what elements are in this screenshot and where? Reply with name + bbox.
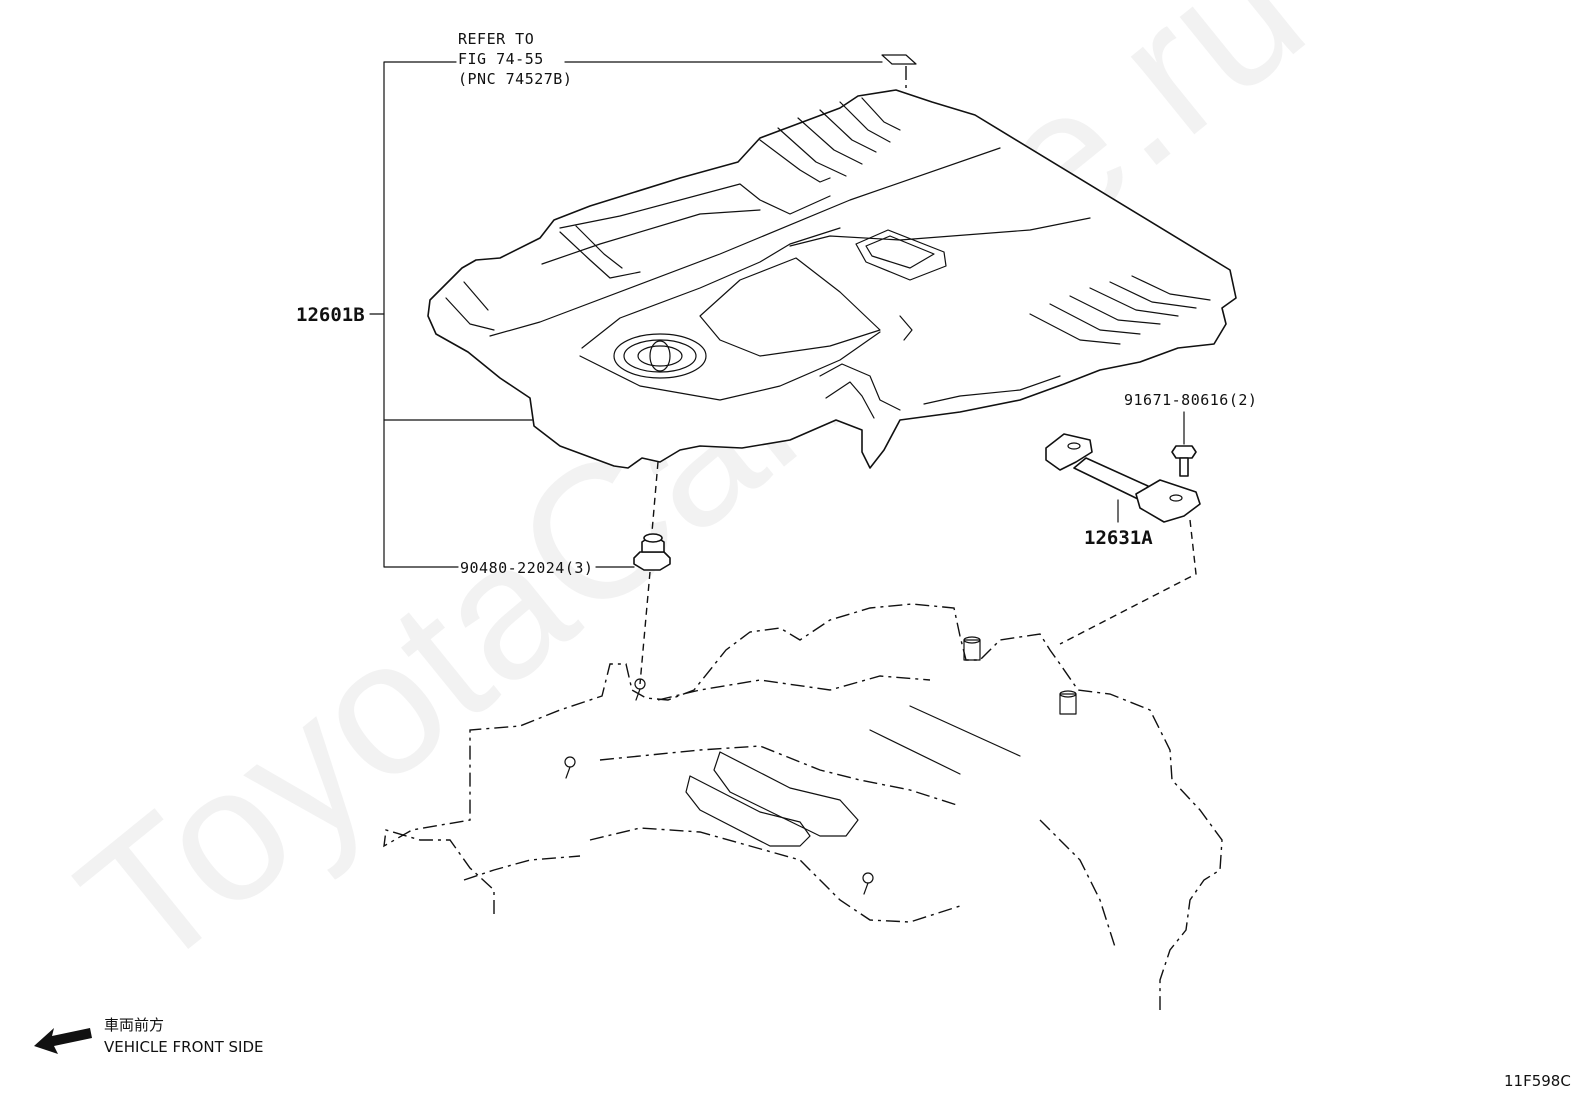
bolt-part	[1171, 411, 1197, 477]
cover-ridge-2	[541, 209, 761, 265]
bracket-part	[1045, 433, 1201, 645]
front-side-japanese: 車両前方	[104, 1016, 164, 1034]
engine-manifold-edge	[599, 745, 961, 807]
emblem-ring	[623, 339, 697, 373]
engine-groove-1	[869, 729, 961, 775]
bolt-shank	[1179, 457, 1189, 477]
front-side-english: VEHICLE FRONT SIDE	[104, 1038, 264, 1056]
cover-fin-6	[861, 97, 901, 131]
engine-top-edge	[657, 675, 931, 701]
cover-centre-panel	[699, 257, 881, 357]
cover-fin-4	[819, 109, 877, 153]
clip-top	[643, 533, 663, 543]
engine-outline	[383, 603, 1223, 1010]
bracket-right-plate	[1135, 479, 1201, 523]
bracket-left-hole	[1067, 442, 1081, 450]
boss-2	[1059, 690, 1077, 715]
cover-fin-1	[759, 139, 831, 183]
oil-cap-outer	[855, 229, 947, 281]
engine-lower-edge	[589, 827, 961, 923]
engine-cover-outline	[427, 89, 1237, 469]
oil-cap-inner	[865, 235, 935, 269]
cover-hook	[899, 315, 913, 341]
bolt-head	[1171, 445, 1197, 459]
cover-panel-edge-1	[489, 147, 1001, 337]
figure-code: 11F598C	[1504, 1072, 1571, 1090]
stud-3	[862, 872, 874, 895]
cover-ridge-3	[559, 231, 641, 279]
vehicle-front-indicator: 車両前方 VEHICLE FRONT SIDE	[34, 1016, 264, 1056]
refer-note-line1: REFER TO	[458, 30, 534, 48]
refer-label-tag	[881, 54, 917, 65]
cover-side-fin-4	[1089, 287, 1179, 317]
cover-side-fin-6	[1131, 275, 1211, 301]
engine-outline-path	[383, 603, 1223, 1010]
cover-panel-edge-2	[581, 227, 841, 349]
cover-fin-3	[797, 117, 863, 165]
cover-panel-edge-3	[579, 331, 881, 401]
assembly-bracket	[369, 61, 533, 568]
cover-side-fin-3	[1069, 295, 1161, 325]
emblem-inner-vertical	[649, 340, 671, 372]
label-bracket: 12631A	[1084, 527, 1153, 549]
cover-left-contour-1	[445, 297, 495, 331]
cover-side-fin-1	[1029, 313, 1121, 345]
engine-right-edge	[1039, 819, 1117, 951]
engine-runner-1	[713, 751, 859, 837]
cover-ridge-4	[575, 225, 623, 269]
cover-lower-contour-3	[923, 375, 1061, 405]
emblem-outer	[613, 333, 707, 379]
cover-fin-5	[839, 101, 891, 143]
boss-1	[963, 636, 981, 661]
front-arrow-icon	[34, 1028, 92, 1054]
clip-part	[595, 461, 671, 685]
label-engine-cover: 12601B	[296, 304, 365, 326]
cover-lower-contour-1	[819, 363, 901, 411]
cover-ridge-1	[559, 183, 831, 229]
engine-cover	[427, 89, 1237, 469]
refer-note-line2: FIG 74-55	[458, 50, 544, 68]
label-bolt: 91671-80616(2)	[1124, 391, 1257, 409]
emblem-inner-horizontal	[637, 345, 683, 367]
cover-left-contour-2	[463, 281, 489, 311]
stud-2	[564, 756, 576, 779]
engine-left-edge	[463, 855, 581, 881]
engine-runner-2	[685, 775, 811, 847]
cover-side-fin-5	[1109, 281, 1197, 309]
clip-dash-lower	[639, 571, 651, 685]
label-clip: 90480-22024(3)	[460, 559, 593, 577]
bracket-dash-line	[1059, 519, 1197, 645]
clip-base	[633, 551, 671, 571]
bracket-left-plate	[1045, 433, 1093, 471]
bracket-rod	[1073, 457, 1149, 501]
cover-lower-contour-2	[825, 381, 875, 419]
bracket-right-hole	[1169, 494, 1183, 502]
refer-note-line3: (PNC 74527B)	[458, 70, 572, 88]
cover-fin-2	[777, 127, 847, 177]
cover-side-fin-2	[1049, 303, 1141, 335]
engine-groove-2	[909, 705, 1021, 757]
stud-1	[634, 678, 646, 701]
